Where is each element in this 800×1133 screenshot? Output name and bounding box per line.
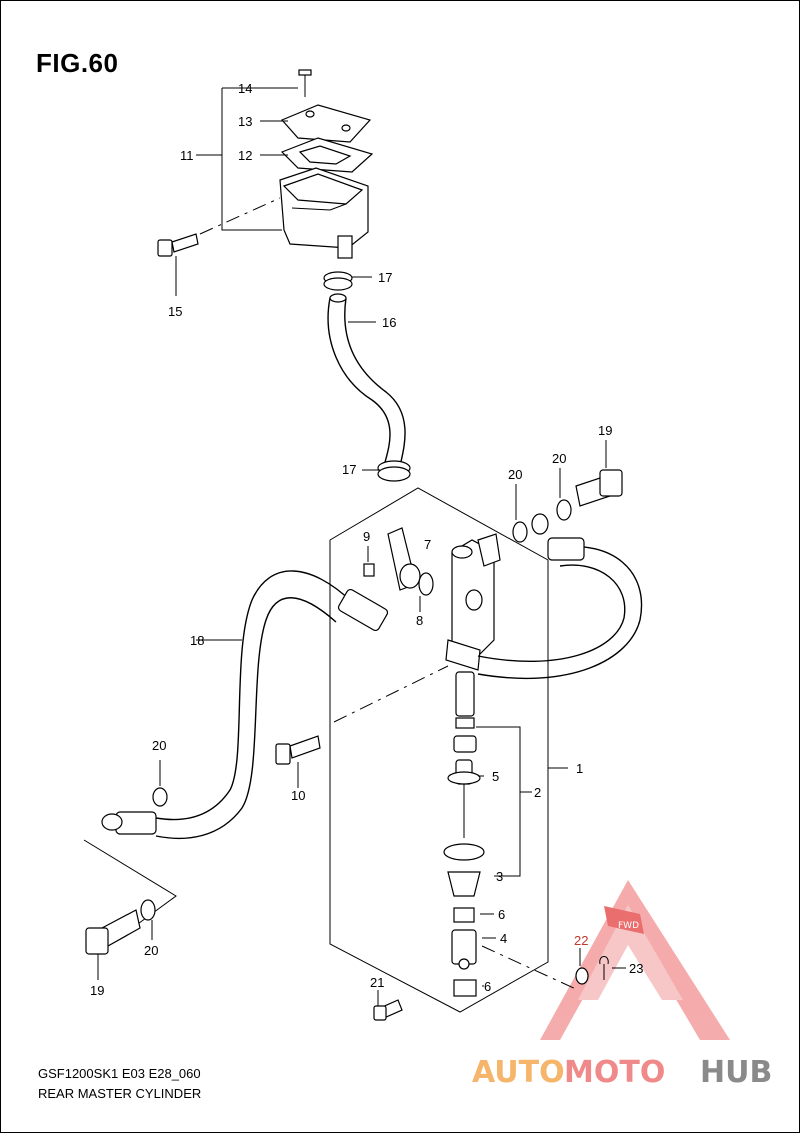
- callout-15: 15: [168, 304, 182, 319]
- callout-19-upper: 19: [598, 423, 612, 438]
- callout-19-lower: 19: [90, 983, 104, 998]
- master-cylinder: [333, 527, 532, 997]
- callout-21: 21: [370, 975, 384, 990]
- callout-14: 14: [238, 81, 252, 96]
- figure-caption: REAR MASTER CYLINDER: [38, 1086, 202, 1101]
- callout-labels: 1 2 3 4 5 6 6 7 8 9 10 11 12 13 14 15 16…: [90, 81, 643, 998]
- callout-20-c: 20: [152, 738, 166, 753]
- callout-16: 16: [382, 315, 396, 330]
- callout-1: 1: [576, 761, 583, 776]
- callout-22: 22: [574, 933, 588, 948]
- callout-8: 8: [416, 613, 423, 628]
- callout-2: 2: [534, 785, 541, 800]
- watermark-word-hub: HUB: [700, 1055, 772, 1090]
- watermark-text: AUTO MOTO HUB: [472, 1055, 772, 1090]
- callout-20-b: 20: [552, 451, 566, 466]
- callout-23: 23: [629, 961, 643, 976]
- callout-17-upper: 17: [378, 270, 392, 285]
- fwd-badge: FWD: [618, 921, 639, 931]
- lower-left-fasteners: [83, 735, 626, 1021]
- callout-12: 12: [238, 148, 252, 163]
- callout-6-lower: 6: [484, 979, 491, 994]
- figure-code: GSF1200SK1 E03 E28_060: [38, 1066, 201, 1081]
- brake-hose: [101, 440, 643, 840]
- assembly-box: [329, 487, 579, 1013]
- watermark-word-moto: MOTO: [564, 1055, 665, 1090]
- callout-9: 9: [363, 529, 370, 544]
- callout-20-a: 20: [508, 467, 522, 482]
- reservoir-hose: [323, 271, 411, 482]
- callout-5: 5: [492, 769, 499, 784]
- figure-title: FIG.60: [36, 48, 119, 78]
- watermark-word-auto: AUTO: [472, 1055, 565, 1090]
- watermark-logo: FWD: [540, 880, 730, 1040]
- callout-4: 4: [500, 931, 507, 946]
- callout-13: 13: [238, 114, 252, 129]
- callout-10: 10: [291, 788, 305, 803]
- callout-3: 3: [496, 869, 503, 884]
- callout-6-upper: 6: [498, 907, 505, 922]
- callout-20-d: 20: [144, 943, 158, 958]
- callout-18: 18: [190, 633, 204, 648]
- callout-17-lower: 17: [342, 462, 356, 477]
- callout-11: 11: [180, 148, 194, 163]
- callout-7: 7: [424, 537, 431, 552]
- reservoir-assembly: [157, 69, 374, 296]
